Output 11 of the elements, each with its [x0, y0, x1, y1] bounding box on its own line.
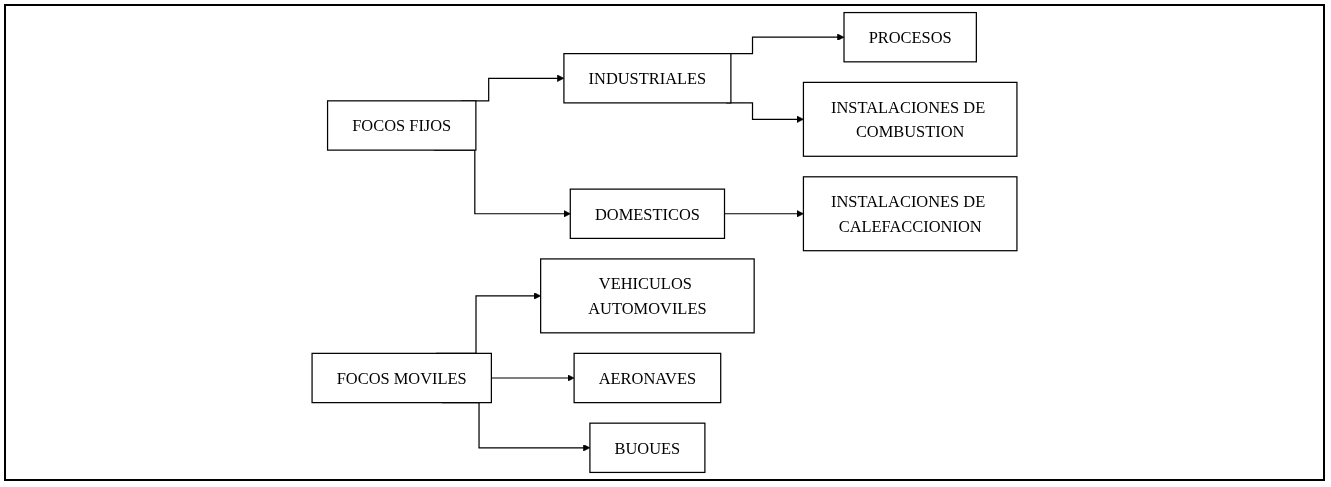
node-box: [326, 100, 477, 151]
node-box: [802, 81, 1018, 157]
node-box: [589, 422, 706, 474]
node-box: [569, 188, 726, 239]
node-box: [802, 176, 1018, 252]
node-box: [573, 352, 722, 404]
node-box: [540, 258, 755, 334]
node-box: [563, 53, 732, 104]
diagram-frame: FOCOS FIJOS INDUSTRIALES DOMESTICOS PROCESOS INSTALACIONES DE COMBUSTION INSTALACIONES DE CALEFACCIONION FOCOS MOVILES VEHICULOS AUTOMOVILES AERONAVES BUOUES: [4, 4, 1325, 481]
node-box: [843, 11, 977, 63]
node-box: [311, 352, 492, 404]
